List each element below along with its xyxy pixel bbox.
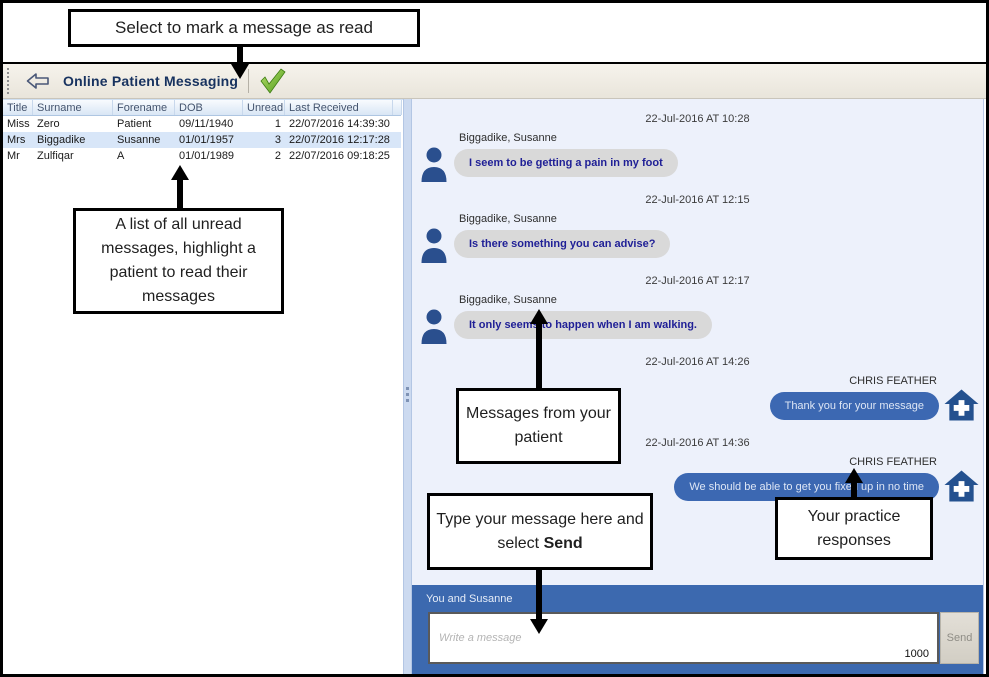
callout-patient-messages: Messages from your patient xyxy=(456,388,621,464)
callout-practice-responses: Your practice responses xyxy=(775,497,933,560)
callout-type-message: Type your message here and select Send xyxy=(427,493,653,570)
message-timestamp: 22-Jul-2016 AT 12:15 xyxy=(645,194,750,206)
col-forename[interactable]: Forename xyxy=(113,100,175,115)
practice-message: 22-Jul-2016 AT 14:26 CHRIS FEATHER Thank… xyxy=(412,356,983,422)
patient-avatar-icon xyxy=(419,308,449,349)
col-unread[interactable]: Unread xyxy=(243,100,285,115)
unread-count: 3 xyxy=(274,134,281,146)
unread-count: 2 xyxy=(274,150,281,162)
patient-table: Title Surname Forename DOB Unread Last R… xyxy=(3,100,402,164)
practice-house-icon xyxy=(944,469,979,508)
message-input[interactable]: Write a message 1000 xyxy=(428,612,939,664)
practice-house-icon xyxy=(944,388,979,427)
col-surname[interactable]: Surname xyxy=(33,100,113,115)
message-timestamp: 22-Jul-2016 AT 14:36 xyxy=(645,437,750,449)
message-sender: Biggadike, Susanne xyxy=(459,213,557,225)
col-last-received[interactable]: Last Received xyxy=(285,100,393,115)
message-list: 22-Jul-2016 AT 10:28 Biggadike, Susanne … xyxy=(412,99,983,585)
message-timestamp: 22-Jul-2016 AT 10:28 xyxy=(645,113,750,125)
callout-send-keyword: Send xyxy=(543,534,583,552)
toolbar-separator xyxy=(248,69,250,93)
unread-messages-panel: Title Surname Forename DOB Unread Last R… xyxy=(3,99,403,674)
message-sender: Biggadike, Susanne xyxy=(459,294,557,306)
patient-avatar-icon xyxy=(419,146,449,187)
message-bubble: It only seems to happen when I am walkin… xyxy=(454,311,712,339)
patient-table-header: Title Surname Forename DOB Unread Last R… xyxy=(3,100,402,116)
message-bubble: I seem to be getting a pain in my foot xyxy=(454,149,678,177)
patient-row[interactable]: Mrs Biggadike Susanne 01/01/1957 3 22/07… xyxy=(3,132,401,148)
patient-row[interactable]: Mr Zulfiqar A 01/01/1989 2 22/07/2016 09… xyxy=(7,150,390,162)
patient-row[interactable]: Miss Zero Patient 09/11/1940 1 22/07/201… xyxy=(7,118,390,130)
message-bubble: Thank you for your message xyxy=(769,392,939,420)
message-sender: Biggadike, Susanne xyxy=(459,132,557,144)
mark-read-button[interactable] xyxy=(257,67,287,95)
callout-unread-list: A list of all unread messages, highlight… xyxy=(73,208,284,314)
send-button[interactable]: Send xyxy=(940,612,979,664)
col-filler xyxy=(393,100,402,115)
callout-type-message-text: Type your message here and select xyxy=(436,510,644,552)
compose-bar: You and Susanne Write a message 1000 Sen… xyxy=(412,585,983,674)
col-dob[interactable]: DOB xyxy=(175,100,243,115)
patient-avatar-icon xyxy=(419,227,449,268)
practice-message: 22-Jul-2016 AT 14:36 CHRIS FEATHER We sh… xyxy=(412,437,983,503)
toolbar: Online Patient Messaging xyxy=(3,62,986,99)
page-title: Online Patient Messaging xyxy=(63,73,239,89)
back-button[interactable] xyxy=(25,70,51,92)
back-arrow-icon xyxy=(26,73,49,89)
message-bubble: We should be able to get you fixed up in… xyxy=(674,473,939,501)
patient-table-body: Miss Zero Patient 09/11/1940 1 22/07/201… xyxy=(3,116,401,164)
message-bubble: Is there something you can advise? xyxy=(454,230,671,258)
toolbar-grip-handle[interactable] xyxy=(7,68,11,94)
patient-message: 22-Jul-2016 AT 12:17 Biggadike, Susanne … xyxy=(412,275,983,344)
unread-count: 1 xyxy=(274,118,281,130)
conversation-panel: 22-Jul-2016 AT 10:28 Biggadike, Susanne … xyxy=(412,99,984,674)
callout-mark-read: Select to mark a message as read xyxy=(68,9,420,47)
conversation-participants-label: You and Susanne xyxy=(426,593,513,605)
patient-message: 22-Jul-2016 AT 12:15 Biggadike, Susanne … xyxy=(412,194,983,263)
message-sender: CHRIS FEATHER xyxy=(849,375,937,387)
col-title[interactable]: Title xyxy=(3,100,33,115)
green-check-icon xyxy=(260,68,286,94)
patient-message: 22-Jul-2016 AT 10:28 Biggadike, Susanne … xyxy=(412,113,983,182)
character-count: 1000 xyxy=(904,648,929,660)
splitter-grip-icon xyxy=(406,387,409,390)
message-timestamp: 22-Jul-2016 AT 12:17 xyxy=(645,275,750,287)
panel-splitter[interactable] xyxy=(403,99,412,674)
message-input-placeholder: Write a message xyxy=(439,632,522,644)
message-sender: CHRIS FEATHER xyxy=(849,456,937,468)
message-timestamp: 22-Jul-2016 AT 14:26 xyxy=(645,356,750,368)
